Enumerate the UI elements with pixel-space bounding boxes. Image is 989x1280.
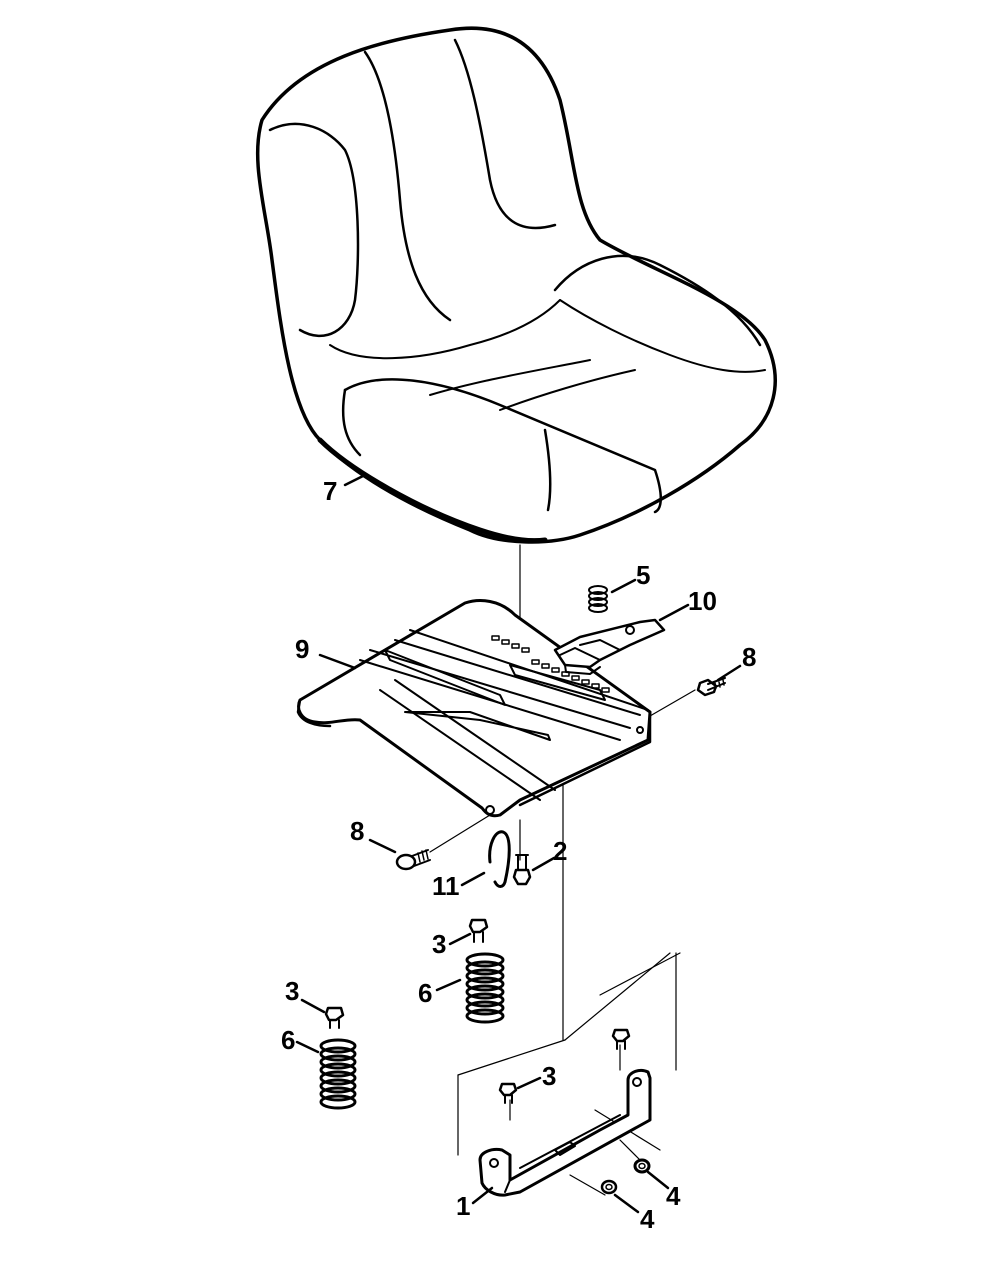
adjustment-hole-row <box>491 635 610 693</box>
callout-6-left: 6 <box>281 1025 295 1055</box>
callout-4-right: 4 <box>666 1181 681 1211</box>
callout-11: 11 <box>432 871 460 901</box>
callout-4-left: 4 <box>640 1204 655 1234</box>
callout-leaders <box>295 473 742 1214</box>
callout-3-left: 3 <box>285 976 299 1006</box>
callout-2: 2 <box>553 836 567 866</box>
bolt-left <box>324 1006 345 1029</box>
callout-9: 9 <box>295 634 309 664</box>
flange-bolt <box>512 854 532 886</box>
coil-spring-center <box>465 952 505 1024</box>
bolt-bracket-right <box>611 1028 631 1050</box>
callout-3-bracket: 3 <box>542 1061 556 1091</box>
callout-1: 1 <box>456 1191 470 1221</box>
hairpin-clip <box>488 830 511 888</box>
callout-8-right: 8 <box>742 642 756 672</box>
callout-5: 5 <box>636 560 650 590</box>
callout-8-left: 8 <box>350 816 364 846</box>
nut-left <box>600 1179 618 1195</box>
callout-6-center: 6 <box>418 978 432 1008</box>
nut-right <box>633 1158 651 1174</box>
seat <box>255 26 777 544</box>
adjustment-latch <box>553 618 666 675</box>
seat-mount-bracket <box>478 1068 652 1197</box>
bolt-center <box>468 918 489 943</box>
bolt-bracket-left <box>498 1082 518 1104</box>
shoulder-bolt-right <box>696 677 726 697</box>
callout-7: 7 <box>323 476 337 506</box>
callout-10: 10 <box>688 586 717 616</box>
shoulder-bolt-left <box>395 849 431 871</box>
callout-3-center: 3 <box>432 929 446 959</box>
coil-spring-left <box>319 1038 357 1110</box>
bracket-guide-lines <box>457 952 681 1196</box>
small-spring <box>588 585 608 613</box>
